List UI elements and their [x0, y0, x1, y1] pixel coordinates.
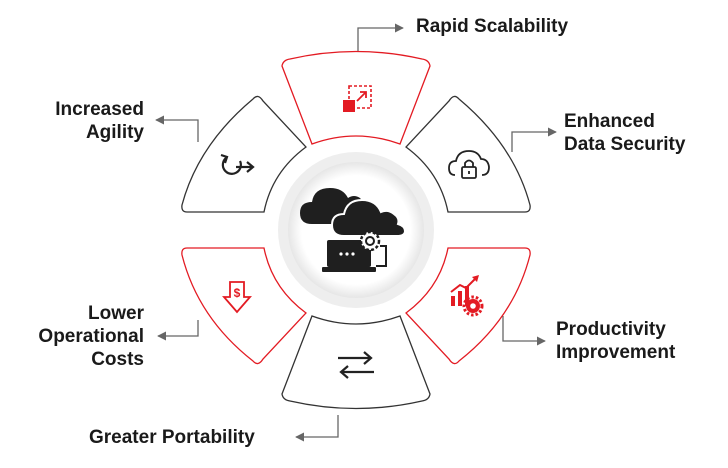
label-lower-operational-costs: Lower Operational Costs — [38, 303, 144, 370]
segment-enhanced-data-security — [405, 95, 531, 213]
connector-enhanced-data-security — [511, 127, 557, 152]
connector-increased-agility — [155, 115, 199, 142]
label-enhanced-data-security: Enhanced Data Security — [564, 111, 686, 155]
laptop-base — [322, 267, 376, 272]
connector-rapid-scalability — [357, 23, 404, 53]
label-greater-portability: Greater Portability — [89, 427, 255, 448]
segment-lower-operational-costs — [181, 247, 307, 365]
ring-segments — [181, 50, 531, 410]
growth-chart-gear-icon — [450, 275, 484, 317]
laptop-screen — [327, 240, 371, 267]
segment-rapid-scalability — [281, 50, 431, 145]
connectors — [155, 23, 557, 442]
scale-up-icon — [343, 85, 372, 112]
svg-text:$: $ — [234, 286, 241, 300]
cloud-computing-icon — [300, 188, 407, 272]
cloud-lock-icon — [448, 150, 490, 179]
connector-productivity-improvement — [502, 316, 546, 346]
label-increased-agility: Increased Agility — [55, 99, 144, 143]
segment-greater-portability — [281, 315, 431, 410]
label-rapid-scalability: Rapid Scalability — [416, 16, 569, 37]
swap-arrows-icon — [338, 351, 374, 379]
cloud-front — [330, 198, 407, 237]
connector-greater-portability — [295, 415, 339, 442]
connector-lower-operational-costs — [157, 320, 199, 341]
segment-increased-agility — [181, 95, 307, 213]
gear-ring — [359, 230, 381, 252]
cost-down-icon: $ — [222, 281, 252, 314]
label-productivity-improvement: Productivity Improvement — [556, 319, 676, 363]
agile-cycle-icon — [220, 153, 255, 175]
